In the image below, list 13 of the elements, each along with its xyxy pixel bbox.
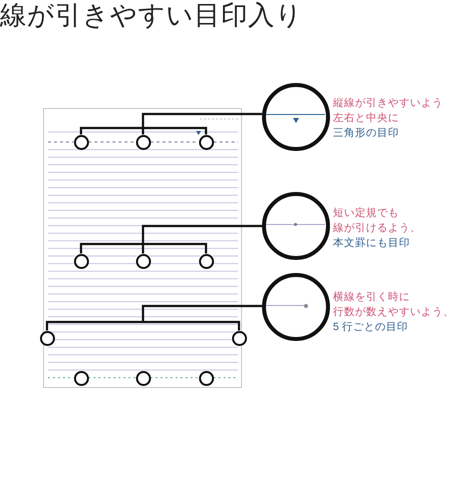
bracket-connector — [80, 224, 262, 255]
annotation-text: 三角形の目印 — [333, 126, 399, 140]
bracket-connector — [80, 112, 262, 136]
annotation-text: 左右と中央に — [333, 110, 399, 126]
bracket-connector — [46, 304, 262, 332]
annotation-text: 縦線が引きやすいよう — [333, 96, 443, 110]
annotation-text: 行数が数えやすいよう、 — [333, 304, 451, 320]
annotation-text: 本文罫にも目印 — [333, 236, 410, 250]
diagram-title: 線が引きやすい目印入り — [0, 0, 303, 31]
annotation-text: 横線を引く時に — [333, 290, 410, 304]
annotation-text: 短い定規でも — [333, 206, 399, 220]
annotation-text: 5 行ごとの目印 — [333, 320, 408, 334]
annotation-text: 線が引けるよう、 — [333, 220, 421, 236]
